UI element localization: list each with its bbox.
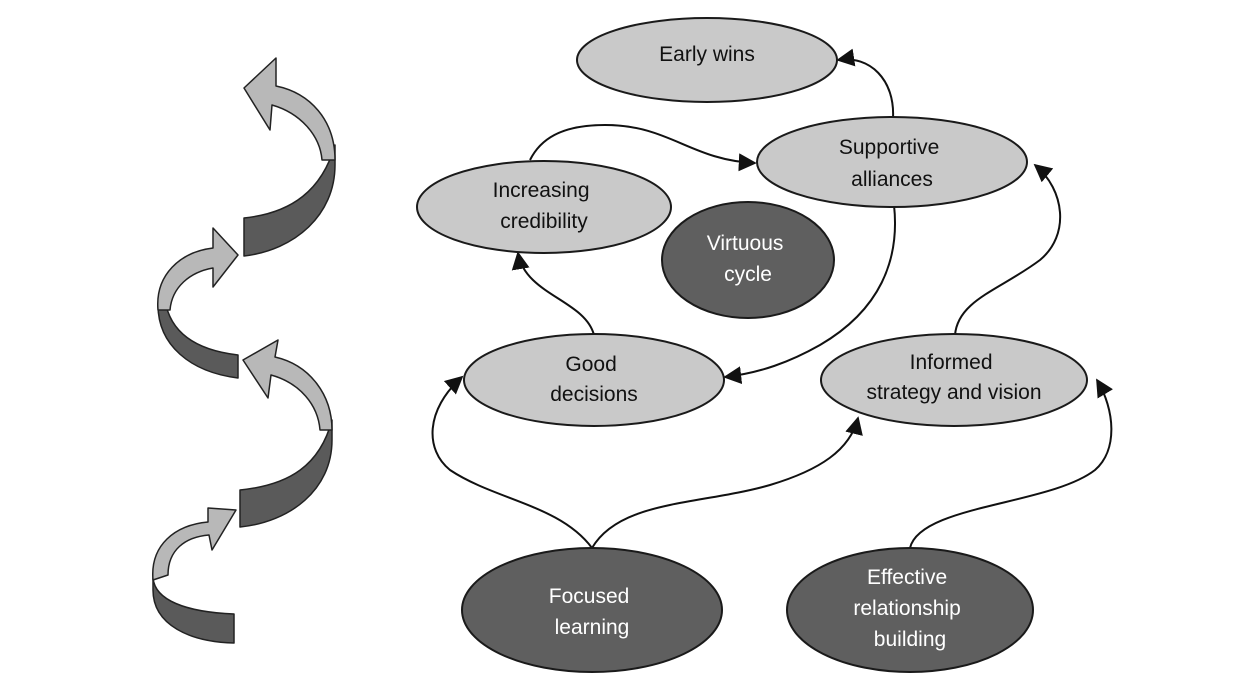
- arrow-focused-to-informed: [591, 416, 863, 549]
- node-informed-strategy-label: Informed strategy and vision: [866, 351, 1041, 404]
- node-informed-strategy-line-1: Informed: [910, 351, 993, 374]
- node-effective-relationship-line-2: relationship: [853, 597, 960, 620]
- node-increasing-credibility: Increasing credibility: [416, 160, 672, 254]
- arrow-good-to-credibility: [511, 251, 595, 336]
- arrow-informed-to-supportive: [954, 163, 1061, 336]
- spiral-arrow-icon: [152, 57, 336, 644]
- node-increasing-credibility-label: Increasing credibility: [493, 179, 596, 233]
- connectors: [431, 48, 1114, 549]
- node-increasing-credibility-shape: [416, 160, 672, 254]
- node-increasing-credibility-line-1: Increasing: [493, 179, 590, 202]
- node-supportive-alliances: Supportive alliances: [756, 116, 1028, 208]
- node-good-decisions-line-2: decisions: [550, 383, 638, 406]
- node-good-decisions: Good decisions: [463, 333, 725, 427]
- node-supportive-alliances-line-1: Supportive: [839, 136, 939, 159]
- node-good-decisions-label: Good decisions: [550, 353, 638, 406]
- spiral-segment-top-back: [243, 144, 336, 257]
- node-early-wins-label: Early wins: [659, 43, 755, 66]
- arrow-supportive-to-early: [836, 48, 895, 119]
- arrow-credibility-to-supportive: [529, 123, 757, 172]
- node-early-wins-line-1: Early wins: [659, 43, 755, 66]
- spiral-segment-bottom-front: [152, 507, 237, 581]
- node-supportive-alliances-shape: [756, 116, 1028, 208]
- spiral-segment-bottom-back: [152, 577, 235, 644]
- arrow-effective-to-informed: [909, 378, 1114, 549]
- node-effective-relationship-label: Effective relationship building: [853, 566, 966, 651]
- spiral-segment-top-front: [243, 57, 336, 161]
- spiral-segment-middle-back: [157, 299, 239, 379]
- node-good-decisions-line-1: Good: [565, 353, 616, 376]
- node-virtuous-cycle-line-2: cycle: [724, 263, 772, 286]
- node-effective-relationship-line-1: Effective: [867, 566, 947, 589]
- node-focused-learning-label: Focused learning: [549, 585, 635, 639]
- node-effective-relationship-shape: [786, 547, 1034, 673]
- node-effective-relationship: Effective relationship building: [786, 547, 1034, 673]
- spiral-segment-lower-front: [242, 339, 333, 431]
- node-supportive-alliances-line-2: alliances: [851, 168, 933, 191]
- arrow-focused-to-good: [431, 375, 593, 549]
- node-early-wins: Early wins: [576, 17, 838, 103]
- node-good-decisions-shape: [463, 333, 725, 427]
- node-virtuous-cycle: Virtuous cycle: [661, 201, 835, 319]
- spiral-segment-lower-back: [239, 419, 333, 528]
- node-effective-relationship-line-3: building: [874, 628, 946, 651]
- node-informed-strategy-shape: [820, 333, 1088, 427]
- node-supportive-alliances-label: Supportive alliances: [839, 136, 945, 191]
- node-focused-learning-line-2: learning: [555, 616, 630, 639]
- node-early-wins-shape: [576, 17, 838, 103]
- node-focused-learning-line-1: Focused: [549, 585, 630, 608]
- node-virtuous-cycle-shape: [661, 201, 835, 319]
- node-focused-learning: Focused learning: [461, 547, 723, 673]
- node-increasing-credibility-line-2: credibility: [500, 210, 588, 233]
- node-informed-strategy: Informed strategy and vision: [820, 333, 1088, 427]
- node-virtuous-cycle-line-1: Virtuous: [707, 232, 784, 255]
- node-virtuous-cycle-label: Virtuous cycle: [707, 232, 790, 286]
- arrow-supportive-to-good: [723, 204, 896, 385]
- node-focused-learning-shape: [461, 547, 723, 673]
- node-informed-strategy-line-2: strategy and vision: [866, 381, 1041, 404]
- spiral-segment-middle-front: [157, 227, 239, 311]
